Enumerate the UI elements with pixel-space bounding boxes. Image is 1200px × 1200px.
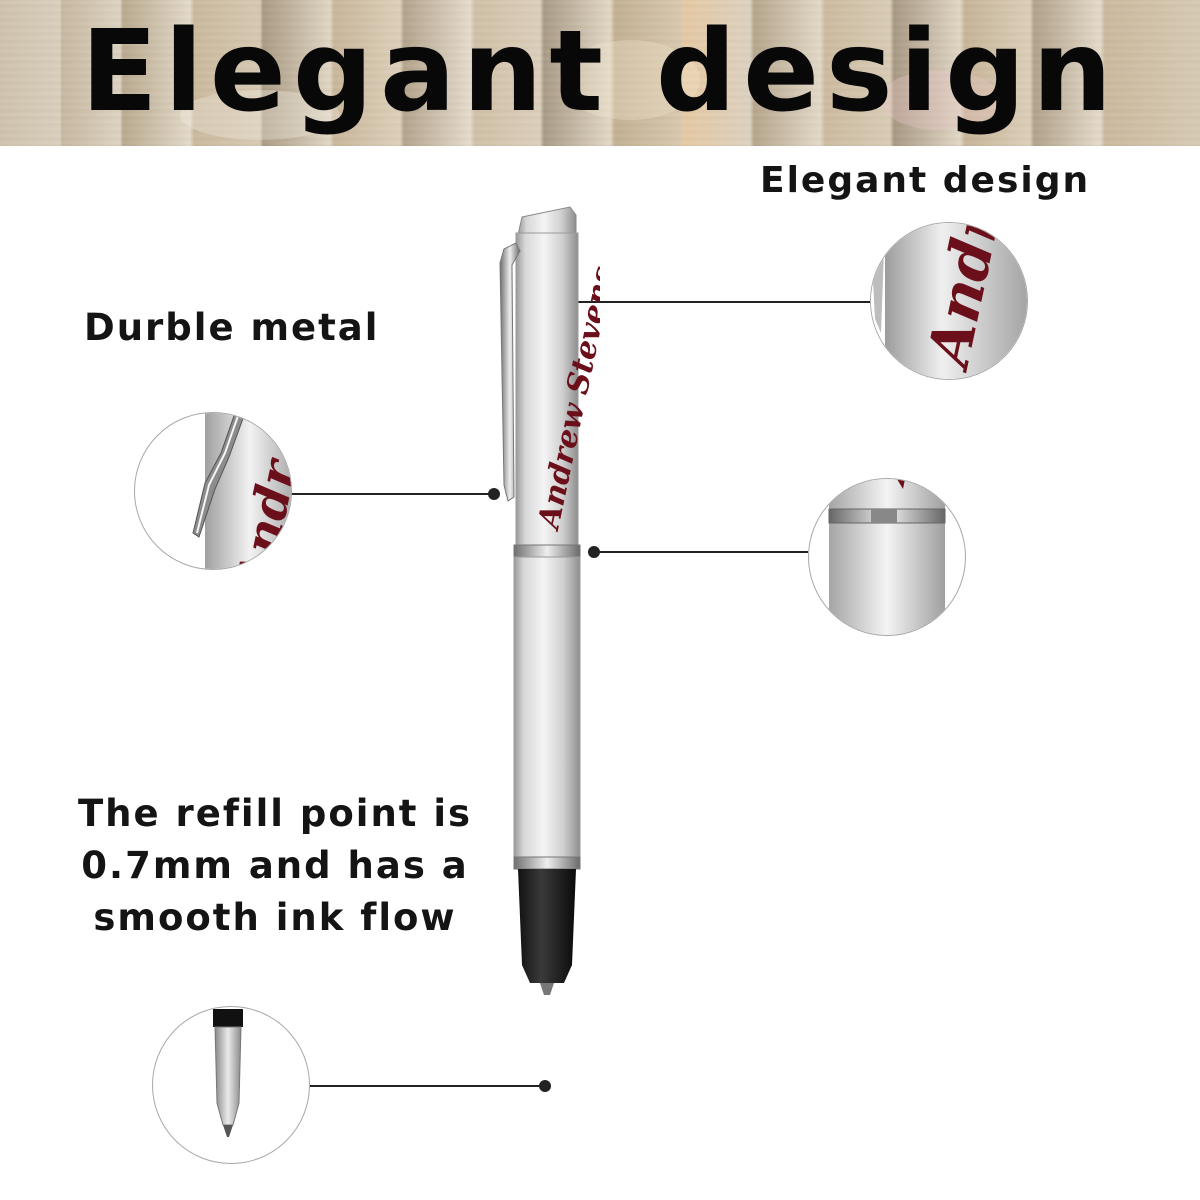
wood-grain	[0, 0, 1200, 146]
pen-image: Andrew Stevens	[499, 206, 600, 995]
refill-line: smooth ink flow	[93, 896, 457, 939]
zoom-ring-art	[828, 479, 946, 635]
durable-metal-label: Durble metal	[84, 306, 380, 349]
banner-title: Elegant design	[81, 7, 1119, 137]
zoom-circle-ring	[808, 478, 966, 636]
refill-line: 0.7mm and has a	[81, 844, 469, 887]
zoom-clip-art: Andr	[192, 413, 291, 569]
refill-description: The refill point is 0.7mm and has a smoo…	[40, 788, 510, 944]
zoom-circle-clip: Andr	[134, 412, 292, 570]
refill-line: The refill point is	[77, 792, 473, 835]
leader-dot	[539, 1080, 551, 1092]
zoom-engraving-art: Andr	[871, 223, 1027, 379]
wood-stain	[180, 90, 340, 140]
subtitle-label: Elegant design	[760, 160, 1091, 201]
zoom-circle-engraving: Andr	[870, 222, 1028, 380]
wood-banner: Elegant design	[0, 0, 1200, 146]
wood-stain	[880, 70, 1000, 130]
wood-stain	[560, 40, 700, 120]
zoom-tip-art	[213, 1009, 243, 1137]
zoom-circle-tip	[152, 1006, 310, 1164]
